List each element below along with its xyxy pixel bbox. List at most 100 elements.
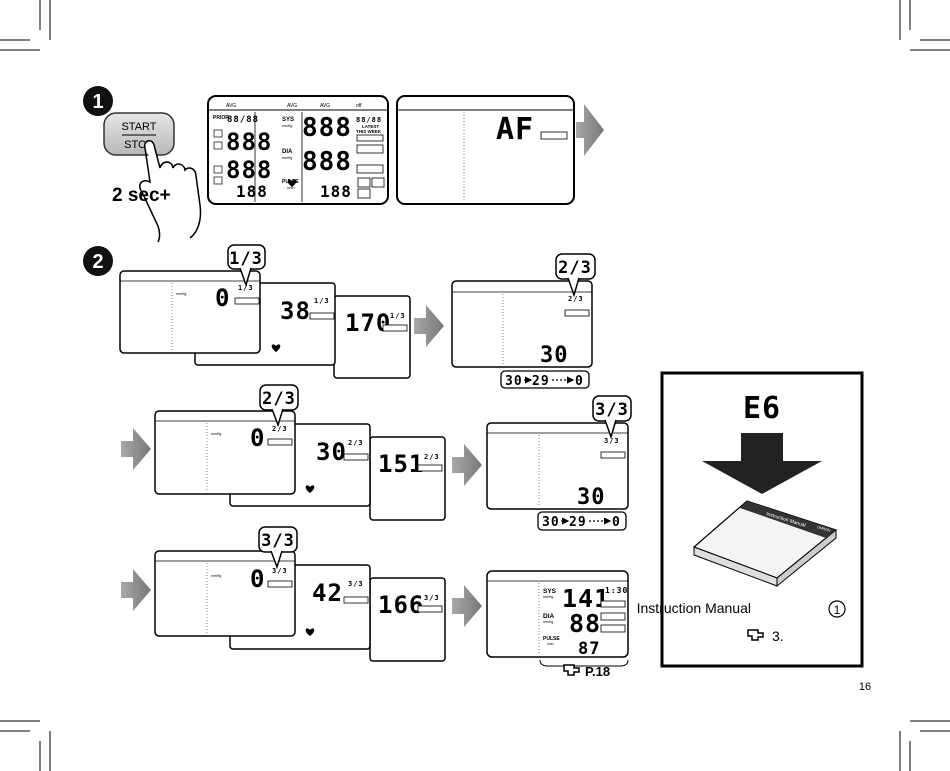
row2-result-counter: 3/3 bbox=[604, 437, 620, 445]
svg-text:0: 0 bbox=[575, 374, 584, 389]
step2-marker: 2 bbox=[83, 246, 113, 276]
row3-callout: 3/3 bbox=[258, 526, 298, 570]
lcd-unit-sys: mmHg bbox=[282, 124, 292, 128]
svg-text:3/3: 3/3 bbox=[261, 531, 295, 551]
lcd-sys-value: 888 bbox=[302, 113, 352, 143]
lcd-sys-label: SYS bbox=[282, 117, 294, 123]
row2-result-screen: 3/3 30 bbox=[486, 422, 629, 510]
row3-frame3-counter: 3/3 bbox=[424, 594, 440, 602]
lcd-prior-value: 88/88 bbox=[227, 115, 259, 125]
lcd-af-text: AF bbox=[496, 112, 534, 147]
lcd-avg-1: AVG bbox=[226, 103, 236, 109]
row2-lead-arrow-icon bbox=[121, 428, 151, 470]
pointing-hand-icon bbox=[563, 664, 580, 676]
step1-marker: 1 bbox=[83, 86, 113, 116]
svg-text:29: 29 bbox=[569, 515, 587, 530]
svg-text:3/3: 3/3 bbox=[595, 400, 629, 420]
row3-time: 1:30 bbox=[605, 586, 628, 595]
row3-sys-unit: mmHg bbox=[543, 595, 553, 599]
page-number: 16 bbox=[859, 681, 871, 693]
start-stop-button[interactable]: START STOP bbox=[103, 112, 175, 156]
row3-bracket bbox=[539, 659, 629, 667]
row1-frame1-value: 0 bbox=[215, 284, 230, 312]
row2-frame2-counter: 2/3 bbox=[348, 439, 364, 447]
lcd-left-bottom: 188 bbox=[236, 182, 268, 201]
row3-lead-arrow-icon bbox=[121, 569, 151, 611]
lcd-prior-label: PRIOR bbox=[213, 115, 229, 121]
row2-result-value: 30 bbox=[577, 485, 606, 510]
row3-dia-value: 88 bbox=[569, 609, 601, 638]
row2-frame3-counter: 2/3 bbox=[424, 453, 440, 461]
lcd-dia-label: DIA bbox=[282, 149, 293, 155]
row3-frame3-value: 166 bbox=[378, 591, 424, 619]
svg-text:P.18: P.18 bbox=[585, 664, 610, 679]
manual-ref: 3. bbox=[772, 628, 784, 644]
row3-arrow-icon bbox=[452, 585, 482, 627]
pointing-hand-icon bbox=[747, 629, 764, 641]
row2-unit: mmHg bbox=[211, 432, 221, 436]
manual-number: 1 bbox=[834, 603, 841, 617]
lcd-top-right-value: 88/88 bbox=[356, 116, 382, 124]
row3-frame2-counter: 3/3 bbox=[348, 580, 364, 588]
svg-text:2: 2 bbox=[92, 251, 103, 273]
row3-frames: 166 3/3 42 3/3 mmHg 0 3/3 bbox=[154, 550, 446, 662]
lcd-this-week-label: THIS WEEK bbox=[356, 129, 382, 134]
svg-text:29: 29 bbox=[532, 374, 550, 389]
manual-book-icon: Instruction Manual OMRON bbox=[692, 500, 838, 588]
row1-frame3-counter: 1/3 bbox=[390, 312, 406, 320]
row3-sys-label: SYS bbox=[543, 588, 557, 595]
row2-result-callout: 3/3 bbox=[592, 395, 632, 440]
button-label-start: START bbox=[121, 121, 156, 133]
row1-heart-icon bbox=[271, 344, 281, 352]
svg-text:30: 30 bbox=[542, 515, 560, 530]
row3-frame2-value: 42 bbox=[312, 579, 343, 607]
row3-result-screen: SYS mmHg 141 1:30 DIA mmHg 88 PULSE /min… bbox=[486, 570, 629, 659]
row1-frame3-value: 170 bbox=[345, 309, 391, 337]
row2-frames: 151 2/3 30 2/3 mmHg 0 2/3 bbox=[154, 410, 446, 521]
lcd-pulse-unit: /min bbox=[287, 185, 295, 190]
lcd-left-top: 888 bbox=[226, 128, 272, 156]
row2-callout: 2/3 bbox=[259, 384, 299, 428]
row1-arrow-icon bbox=[414, 305, 444, 347]
row3-dia-label: DIA bbox=[543, 613, 555, 620]
row2-frame2-value: 30 bbox=[316, 438, 347, 466]
lcd-left-mid: 888 bbox=[226, 156, 272, 184]
hold-duration-label: 2 sec+ bbox=[112, 185, 171, 206]
next-arrow-icon bbox=[576, 104, 604, 156]
row3-sys-value: 141 bbox=[562, 584, 610, 613]
heart-icon bbox=[287, 179, 297, 187]
row1-frame2-value: 38 bbox=[280, 297, 311, 325]
lcd-unit-dia: mmHg bbox=[282, 156, 292, 160]
row2-heart-icon bbox=[305, 485, 315, 493]
lcd-af-screen: AF bbox=[396, 95, 575, 205]
svg-text:30: 30 bbox=[505, 374, 523, 389]
row1-result-value: 30 bbox=[540, 343, 569, 368]
svg-text:2/3: 2/3 bbox=[558, 258, 592, 278]
row2-frame1-counter: 2/3 bbox=[272, 425, 288, 433]
row1-result-counter: 2/3 bbox=[568, 295, 584, 303]
row1-result-callout: 2/3 bbox=[555, 253, 596, 298]
row2-frame1-value: 0 bbox=[250, 424, 265, 452]
row3-frame1-counter: 3/3 bbox=[272, 567, 288, 575]
row3-page-ref: P.18 bbox=[563, 664, 610, 679]
svg-text:2/3: 2/3 bbox=[262, 389, 296, 409]
svg-text:1/3: 1/3 bbox=[229, 249, 263, 269]
error-panel: E6 Instruction Manual OMRON Instruction … bbox=[637, 371, 864, 668]
row3-unit: mmHg bbox=[211, 574, 221, 578]
row3-frame1-value: 0 bbox=[250, 565, 265, 593]
row3-heart-icon bbox=[305, 628, 315, 636]
manual-label: Instruction Manual bbox=[637, 600, 751, 616]
row1-countdown: 30 29 0 bbox=[500, 370, 590, 389]
row1-frame2-counter: 1/3 bbox=[314, 297, 330, 305]
row2-frame3-value: 151 bbox=[378, 450, 424, 478]
error-code: E6 bbox=[743, 391, 781, 426]
lcd-all-segments: AVG AVG AVG off PRIOR 88/88 888 888 188 … bbox=[207, 95, 389, 205]
row2-arrow-icon bbox=[452, 444, 482, 486]
row1-frames: 170 1/3 38 1/3 mmHg 0 1/3 bbox=[119, 270, 411, 379]
row3-pulse-value: 87 bbox=[578, 639, 600, 659]
row3-dia-unit: mmHg bbox=[543, 620, 553, 624]
row2-countdown: 30 29 0 bbox=[537, 511, 627, 531]
lcd-latest-label: LATEST bbox=[362, 124, 379, 129]
